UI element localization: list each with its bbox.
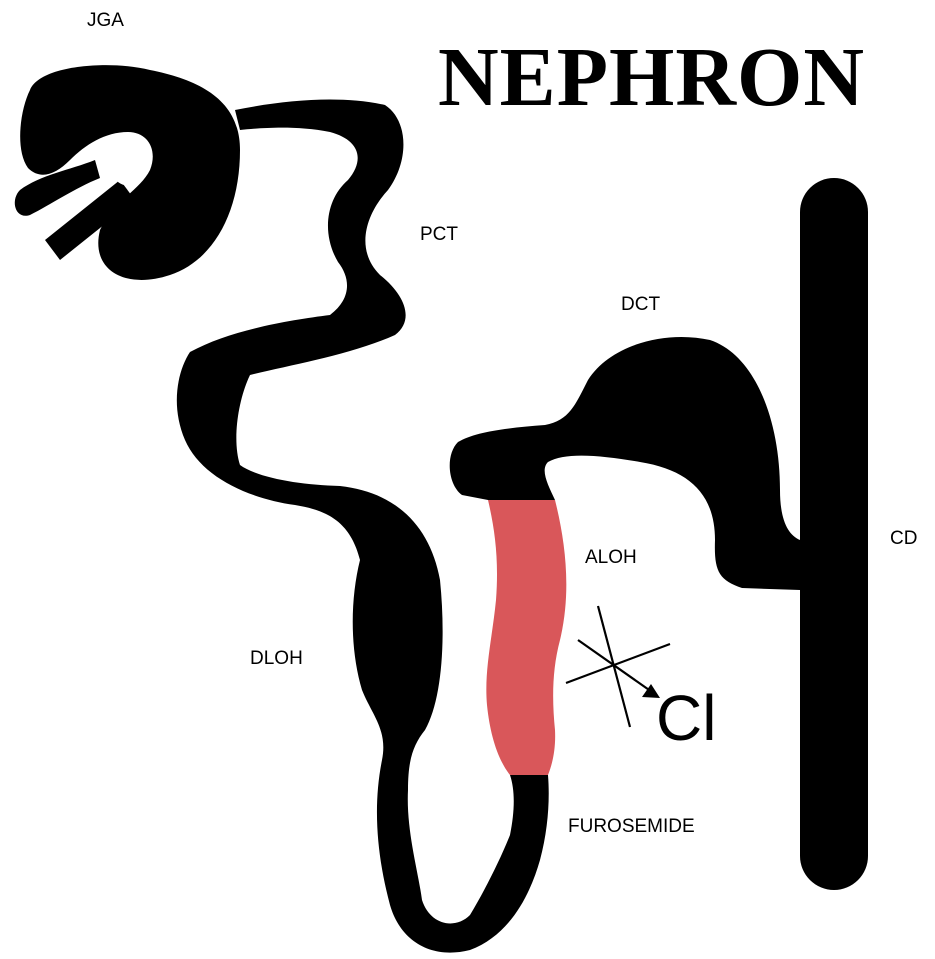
proximal-tubule-and-descending-limb — [177, 100, 549, 953]
blocked-transport-symbol — [566, 606, 670, 727]
label-cd: CD — [890, 528, 917, 550]
block-line-2 — [566, 644, 670, 683]
label-dloh: DLOH — [250, 648, 303, 670]
diagram-title: NEPHRON — [438, 36, 865, 120]
label-dct: DCT — [621, 294, 660, 316]
label-furosemide: FUROSEMIDE — [568, 816, 695, 838]
chloride-ion-label: Cl — [656, 686, 716, 750]
label-aloh: ALOH — [585, 547, 637, 569]
glomerulus — [15, 65, 240, 280]
label-jga: JGA — [87, 10, 124, 32]
ascending-limb-red-segment — [486, 500, 566, 775]
transport-arrow-line — [578, 640, 652, 692]
glomerulus-gap — [118, 145, 145, 185]
label-pct: PCT — [420, 224, 458, 246]
collecting-duct — [800, 178, 868, 890]
